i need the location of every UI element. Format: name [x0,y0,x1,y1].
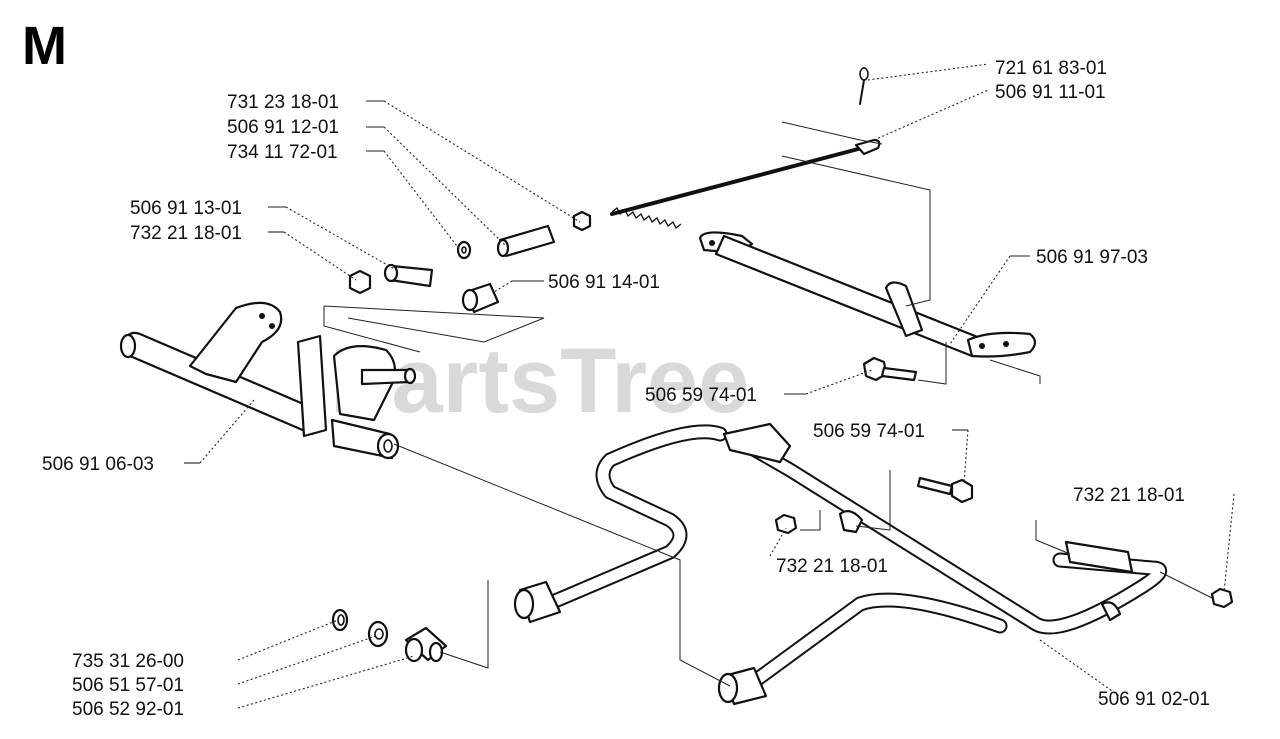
part-label-506-91-12-01[interactable]: 506 91 12-01 [227,117,339,138]
part-label-506-52-92-01[interactable]: 506 52 92-01 [72,699,184,720]
part-label-732-21-18-01-right[interactable]: 732 21 18-01 [1073,485,1185,506]
part-label-731-23-18-01[interactable]: 731 23 18-01 [227,92,339,113]
washer-small [456,240,472,260]
cotter-pin [859,67,869,105]
part-label-506-91-11-01[interactable]: 506 91 11-01 [995,82,1106,103]
washer-large [367,620,389,648]
bushing [461,282,500,314]
hex-nut-right [1210,587,1234,609]
part-label-506-91-14-01[interactable]: 506 91 14-01 [548,272,660,293]
retaining-ring [331,608,349,632]
part-label-732-21-18-01-middle[interactable]: 732 21 18-01 [776,556,888,577]
spacer-sleeve [496,224,556,258]
pivot-bracket-assembly [119,301,417,460]
part-label-506-91-97-03[interactable]: 506 91 97-03 [1036,247,1148,268]
leader-lines [184,63,1235,709]
part-label-506-91-13-01[interactable]: 506 91 13-01 [130,198,242,219]
shoulder-bolt-upper [862,356,918,382]
section-title: M [22,16,67,76]
cross-tube-upper [698,231,1037,358]
part-label-721-61-83-01[interactable]: 721 61 83-01 [995,58,1107,79]
hex-nut-middle [774,513,798,535]
part-label-734-11-72-01[interactable]: 734 11 72-01 [227,142,338,163]
pivot-pin [383,263,434,288]
part-label-506-91-02-01[interactable]: 506 91 02-01 [1098,689,1210,710]
main-frame [513,422,1168,706]
part-label-506-59-74-01-upper[interactable]: 506 59 74-01 [645,385,757,406]
part-label-506-59-74-01-lower[interactable]: 506 59 74-01 [813,421,925,442]
part-label-506-91-06-03[interactable]: 506 91 06-03 [42,454,154,475]
part-label-732-21-18-01-upper[interactable]: 732 21 18-01 [130,223,242,244]
part-label-735-31-26-00[interactable]: 735 31 26-00 [72,651,184,672]
shoulder-bolt-lower [916,476,974,504]
flanged-bushing [404,626,448,663]
part-label-506-51-57-01[interactable]: 506 51 57-01 [72,675,184,696]
hex-nut-rod [572,210,592,232]
adjustment-rod [610,138,881,230]
assembly-axes [323,121,1213,687]
hex-nut-left [348,269,372,295]
